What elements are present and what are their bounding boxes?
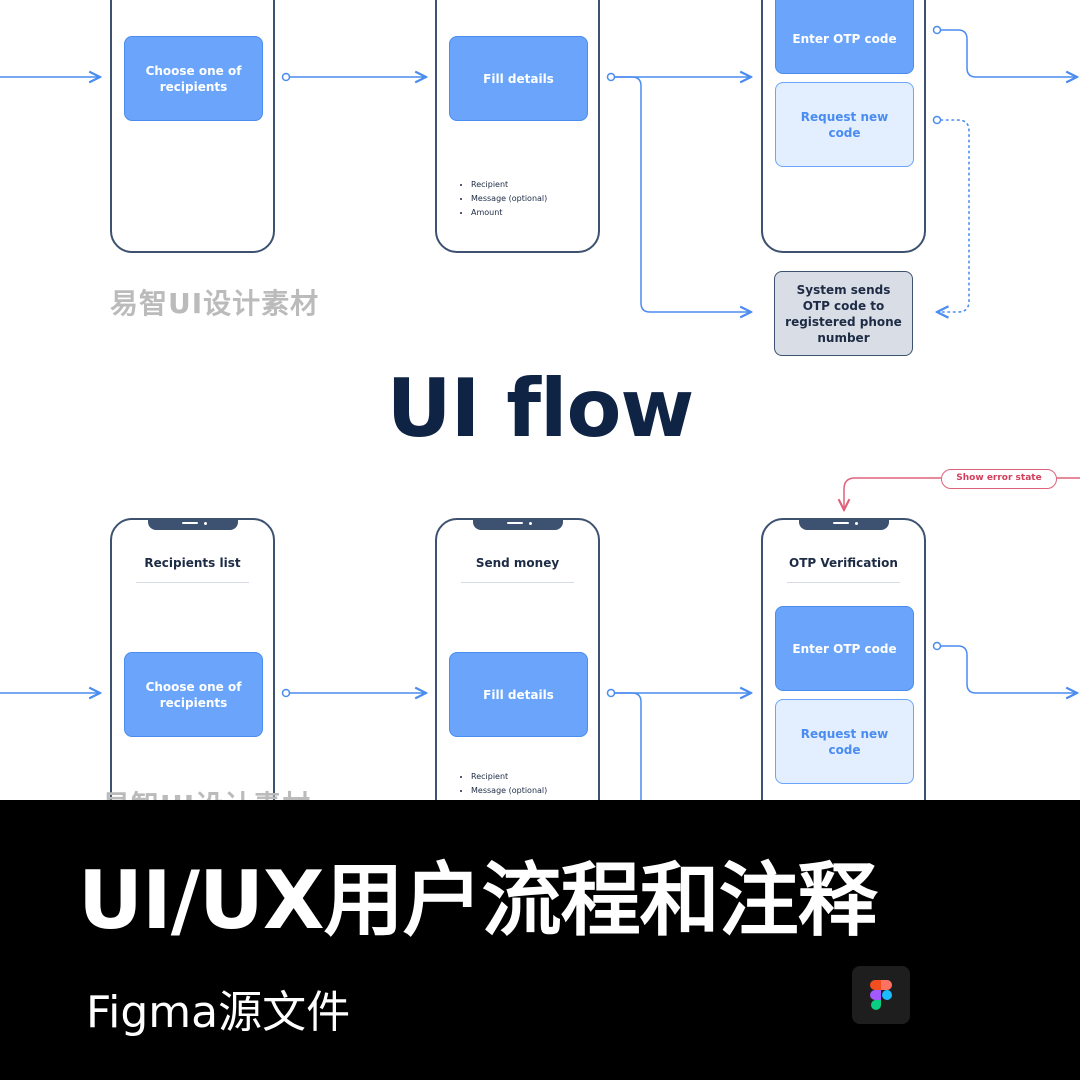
promo-banner: UI/UX用户流程和注释 Figma源文件 (0, 800, 1080, 1080)
fill-details-card[interactable]: Fill details (449, 652, 588, 737)
bullet-item: Message (optional) (471, 784, 547, 798)
request-code-label: Request new code (800, 109, 889, 140)
phone-otp-top: Enter OTP code Request new code (761, 0, 926, 253)
enter-otp-label: Enter OTP code (792, 641, 897, 656)
phone-recipients-bottom: Recipients list Choose one of recipients (110, 518, 275, 800)
connector-p2-system (615, 76, 751, 312)
request-code-card[interactable]: Request new code (775, 699, 914, 784)
bullet-item: Recipient (471, 770, 547, 784)
request-code-label: Request new code (800, 726, 889, 757)
connector-node (606, 72, 616, 82)
system-sends-otp-label: System sends OTP code to registered phon… (785, 282, 902, 345)
connector-p2-down-bottom (615, 692, 642, 800)
phone-recipients-top: Choose one of recipients (110, 0, 275, 253)
connector-error-state (844, 477, 941, 510)
details-bullet-list: Recipient Message (optional) Amount (459, 178, 547, 220)
connector-p3-out-top (941, 29, 1077, 77)
connector-node (932, 115, 942, 125)
watermark-text: 易智UI设计素材 (110, 287, 320, 320)
system-sends-otp-box: System sends OTP code to registered phon… (774, 271, 913, 356)
phone-otp-bottom: OTP Verification Enter OTP code Request … (761, 518, 926, 800)
figma-icon (852, 966, 910, 1024)
screen-title-recipients: Recipients list (144, 556, 241, 570)
banner-title: UI/UX用户流程和注释 (78, 854, 878, 947)
screen-title-send-money: Send money (475, 556, 560, 570)
title-divider (136, 582, 249, 583)
phone-notch (147, 518, 238, 530)
request-code-card[interactable]: Request new code (775, 82, 914, 167)
enter-otp-label: Enter OTP code (792, 32, 897, 46)
banner-subtitle: Figma源文件 (86, 987, 351, 1038)
screen-title-otp: OTP Verification (789, 556, 898, 570)
figma-logo-glyph (870, 980, 892, 1010)
enter-otp-card[interactable]: Enter OTP code (775, 606, 914, 691)
details-bullet-list: Recipient Message (optional) (459, 770, 547, 798)
connector-request-system-dotted (937, 119, 970, 312)
title-divider (787, 582, 900, 583)
headline-title: UI flow (386, 362, 695, 455)
fill-details-label: Fill details (483, 687, 554, 702)
bullet-item: Recipient (471, 178, 547, 192)
enter-otp-card[interactable]: Enter OTP code (775, 0, 914, 74)
fill-details-label: Fill details (483, 71, 554, 86)
phone-send-money-bottom: Send money Fill details Recipient Messag… (435, 518, 600, 800)
phone-notch (472, 518, 563, 530)
connector-p3-out-bottom (941, 645, 1077, 693)
bullet-item: Amount (471, 206, 547, 220)
choose-recipient-label: Choose one of recipients (145, 679, 242, 710)
connector-node (281, 688, 291, 698)
connector-node (281, 72, 291, 82)
flow-canvas: Choose one of recipients Fill details Re… (0, 0, 1080, 800)
show-error-state-pill[interactable]: Show error state (941, 469, 1057, 489)
bullet-item: Message (optional) (471, 192, 547, 206)
title-divider (461, 582, 574, 583)
connector-node (932, 25, 942, 35)
phone-send-money-top: Fill details Recipient Message (optional… (435, 0, 600, 253)
connector-node (932, 641, 942, 651)
watermark-text: 易智UI设计素材 (102, 784, 311, 800)
choose-recipient-label: Choose one of recipients (145, 63, 242, 94)
connector-node (606, 688, 616, 698)
flow-connectors (0, 25, 1080, 800)
fill-details-card[interactable]: Fill details (449, 36, 588, 121)
phone-notch (798, 518, 889, 530)
choose-recipient-card[interactable]: Choose one of recipients (124, 652, 263, 737)
choose-recipient-card[interactable]: Choose one of recipients (124, 36, 263, 121)
